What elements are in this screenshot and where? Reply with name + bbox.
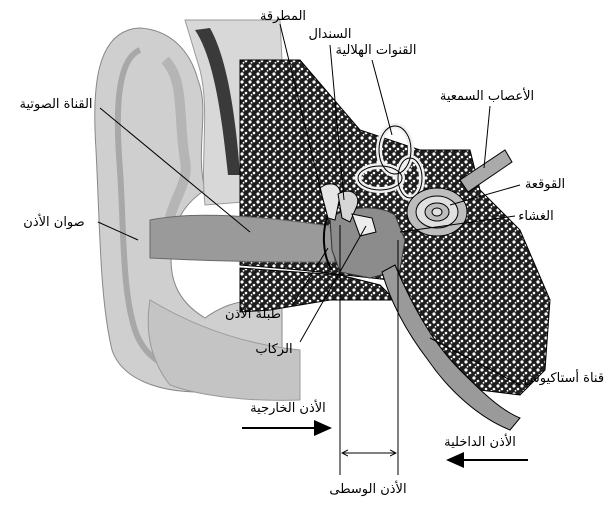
label-eustachian-tube: قناة أستاكيوس (524, 369, 604, 386)
semicircular-canals-leader (372, 60, 392, 135)
label-outer-ear: الأذن الخارجية (250, 399, 326, 416)
label-cochlea: القوقعة (525, 177, 565, 192)
label-membrane: الغشاء (518, 209, 554, 224)
label-stirrup: الركاب (255, 342, 292, 357)
label-anvil: السندال (309, 27, 352, 42)
label-semicircular-canals: القنوات الهلالية (336, 43, 417, 58)
cochlea-shape (407, 188, 467, 236)
label-ear-canal: القناة الصوتية (19, 97, 92, 112)
auditory-nerves-leader (484, 106, 490, 168)
label-hammer: المطرقة (260, 9, 306, 24)
label-auditory-nerves: الأعصاب السمعية (440, 87, 534, 104)
label-middle-ear: الأذن الوسطى (329, 480, 406, 497)
label-eardrum: طبلة الأذن (225, 305, 281, 322)
label-inner-ear: الأذن الداخلية (444, 433, 516, 450)
label-auricle: صوان الأذن (23, 213, 84, 230)
